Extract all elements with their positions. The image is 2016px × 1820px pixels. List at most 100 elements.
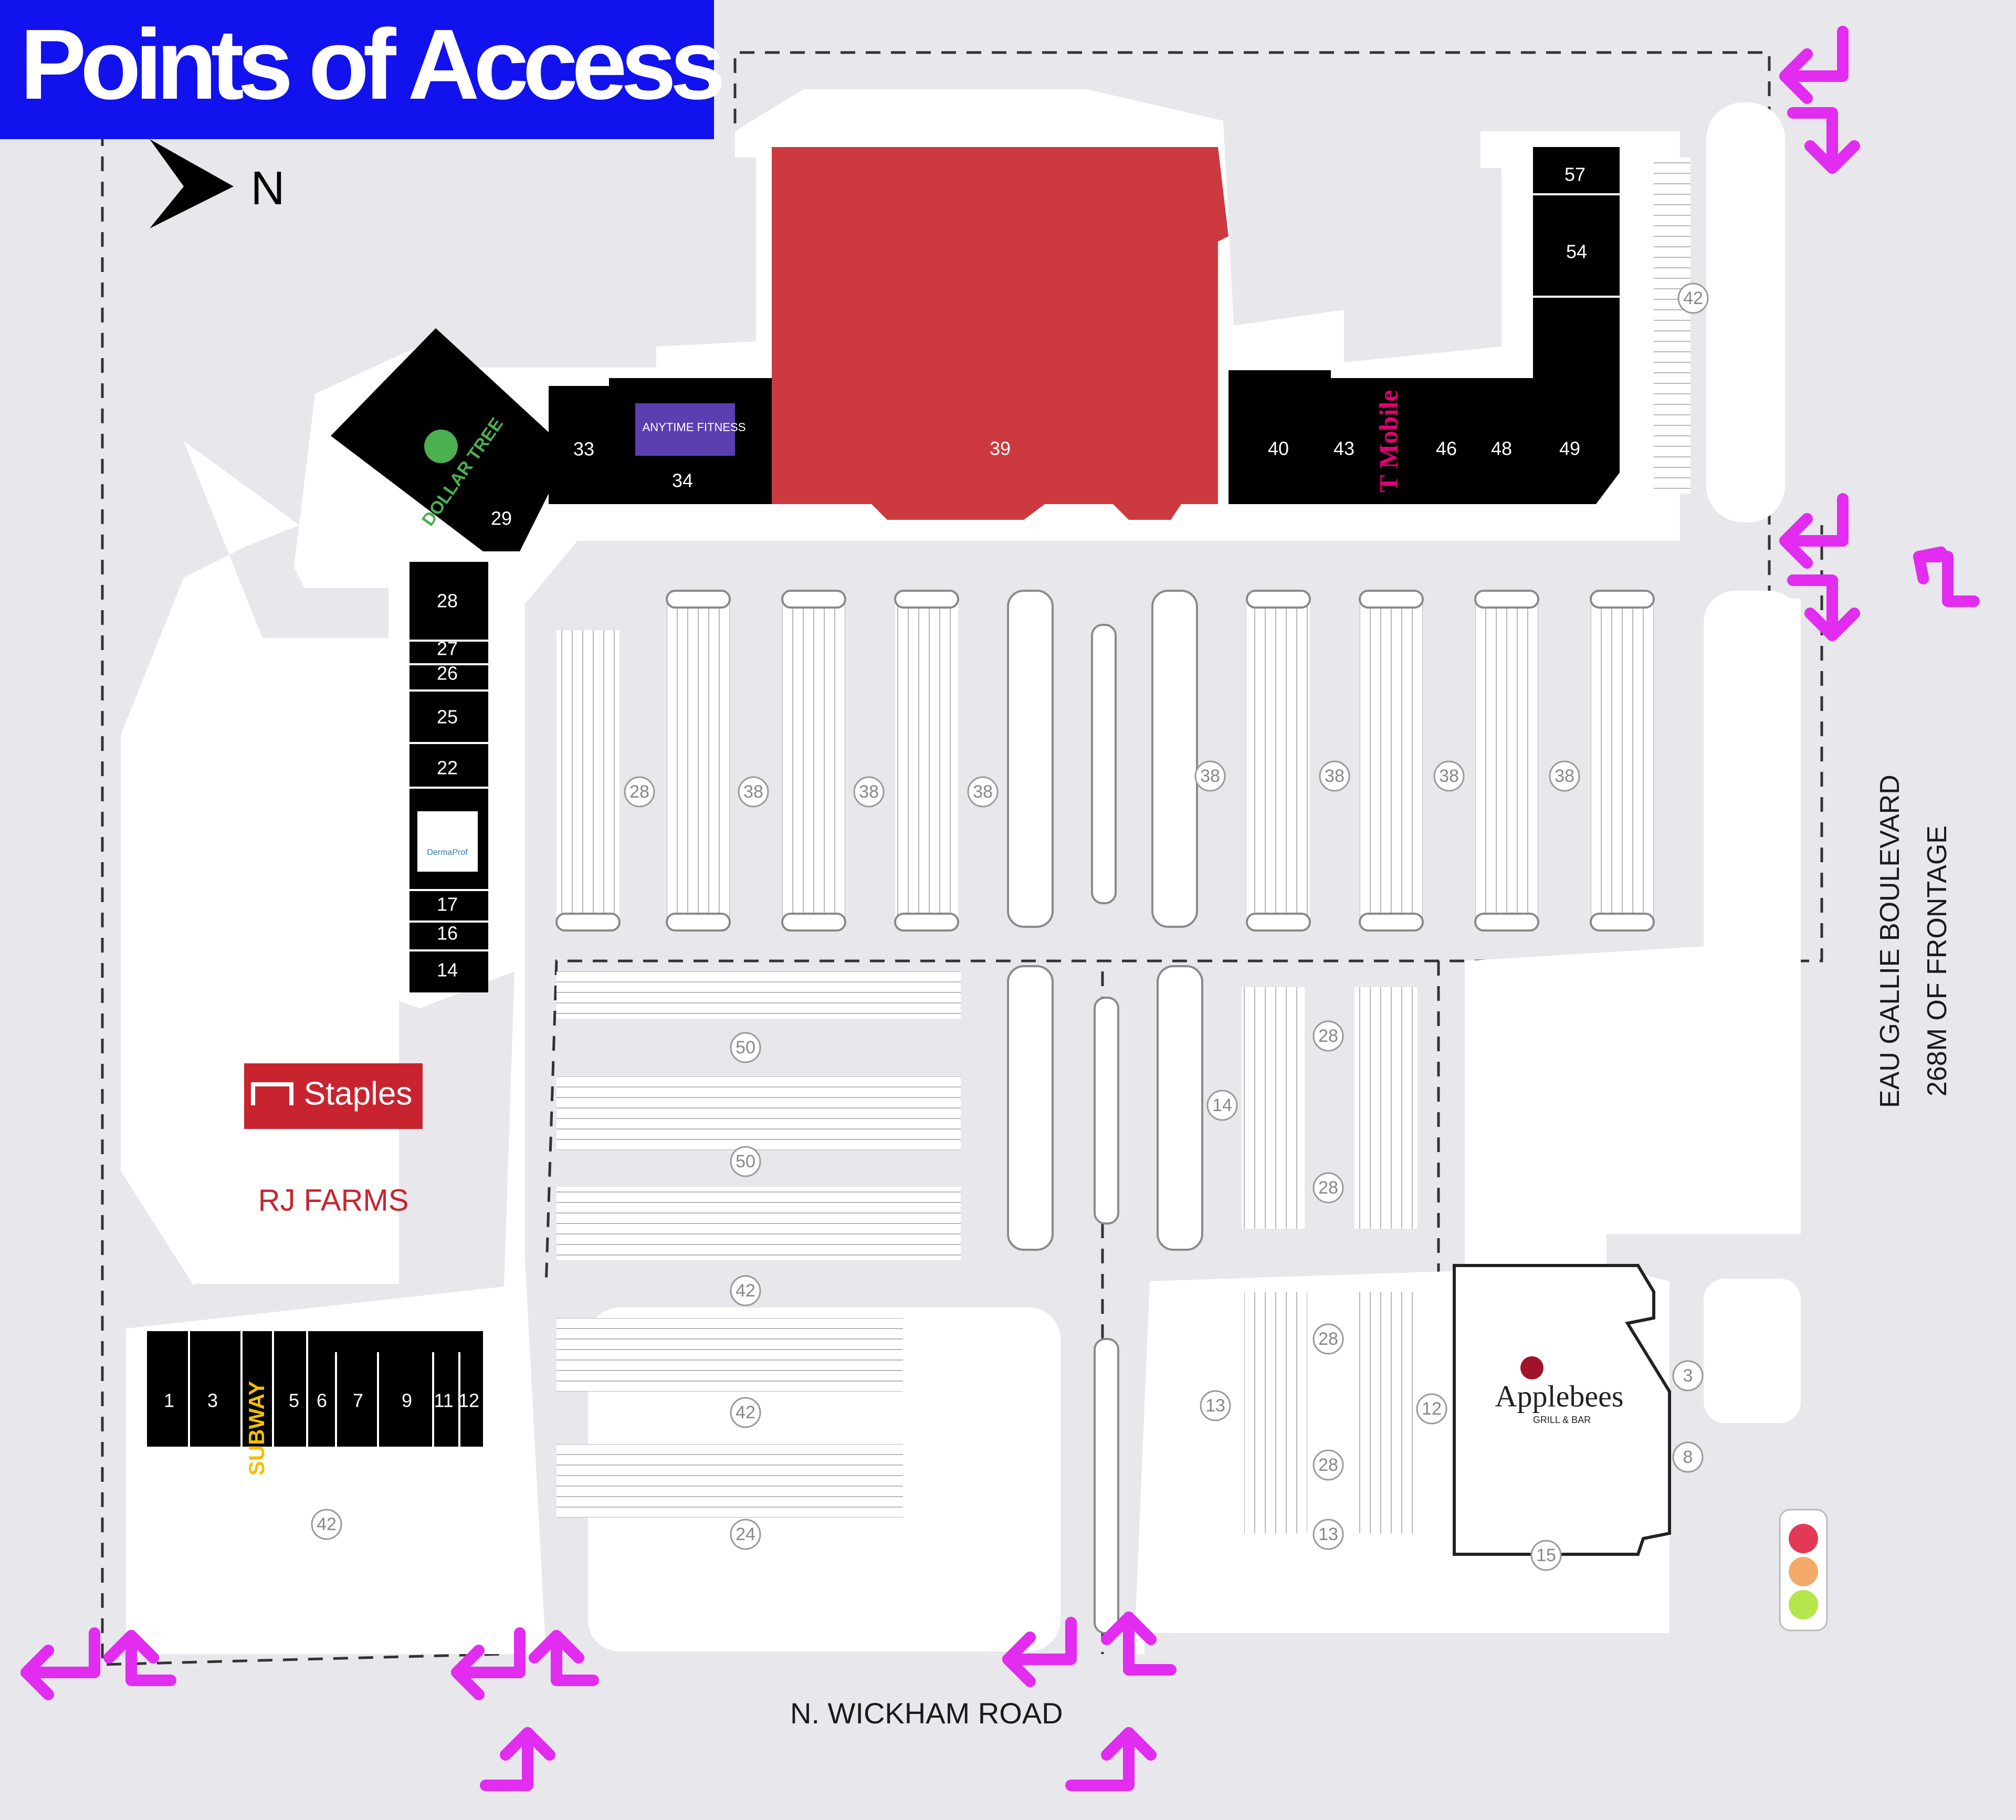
dermaprof-logo	[417, 811, 478, 872]
parking-count-label: 50	[736, 1038, 755, 1058]
parking-count-marker	[1677, 283, 1709, 314]
parking-count-marker	[1194, 760, 1226, 792]
parking-count-marker	[1672, 1360, 1704, 1392]
unit-number-3: 3	[207, 1390, 218, 1411]
applebees-pad	[1453, 1264, 1671, 1556]
parking-count-label: 28	[1318, 1329, 1338, 1349]
north-arrow-icon	[150, 139, 234, 228]
applebees-label: Applebees	[1495, 1379, 1624, 1413]
unit-number-28: 28	[437, 590, 458, 612]
unit-number-57: 57	[1564, 164, 1586, 185]
parking-count-label: 38	[743, 782, 763, 802]
parking-count-label: 28	[1318, 1178, 1338, 1198]
staples-logo: Staples	[244, 1063, 423, 1129]
access-arrow-icon	[1787, 574, 1860, 641]
rj-farms-label: RJ FARMS	[258, 1183, 409, 1217]
parking-count-marker	[1416, 1393, 1447, 1425]
dollar-tree-icon	[424, 430, 458, 463]
parking-count-marker	[730, 1146, 761, 1177]
parking-count-label: 38	[973, 782, 993, 802]
parking-count-label: 14	[1212, 1095, 1232, 1115]
parking-count-label: 38	[1200, 766, 1220, 786]
access-arrow-icon	[1779, 26, 1849, 104]
ne-drive-island	[1706, 102, 1785, 522]
access-arrow-icon	[1065, 1727, 1157, 1791]
anytime-fitness-logo	[635, 403, 735, 456]
parking-count-marker	[1200, 1390, 1231, 1421]
access-arrow-icon	[480, 1727, 555, 1791]
anchor-unit-39	[772, 147, 1228, 520]
access-arrow-icon	[1002, 1617, 1077, 1687]
unit-number-29: 29	[491, 508, 512, 529]
access-arrow-icon	[103, 1630, 176, 1686]
title-banner: Points of Access	[0, 0, 726, 139]
parking-count-label: 38	[1555, 766, 1574, 786]
dermaprof-label: DermaProf	[427, 848, 468, 857]
parking-count-marker	[730, 1032, 761, 1063]
access-arrow-icon	[1913, 546, 1980, 607]
parking-count-label: 38	[1439, 766, 1459, 786]
parking-count-marker	[1206, 1090, 1238, 1121]
unit-number-22: 22	[437, 757, 458, 779]
parking-count-label: 50	[736, 1152, 755, 1172]
unit-number-49: 49	[1559, 438, 1580, 459]
parking-rows	[556, 158, 1690, 1533]
access-arrow-icon	[1779, 493, 1849, 569]
apple-icon	[1520, 1356, 1544, 1379]
parking-count-marker	[1312, 1172, 1344, 1204]
access-arrow-icon	[1101, 1612, 1177, 1676]
parking-count-label: 38	[859, 782, 879, 802]
parking-count-marker	[730, 1519, 761, 1550]
parking-count-marker	[1312, 1020, 1344, 1052]
unit-number-40: 40	[1268, 438, 1289, 459]
anytime-fitness-label: ANYTIME FITNESS	[643, 421, 746, 434]
access-arrow-icon	[451, 1627, 526, 1700]
road-label-east: EAU GALLIE BOULEVARD 268M OF FRONTAGE	[1827, 775, 1964, 1108]
unit-number-43: 43	[1334, 438, 1354, 459]
parking-count-label: 42	[736, 1281, 755, 1301]
parking-count-label: 15	[1536, 1545, 1556, 1565]
parking-count-marker	[853, 776, 885, 808]
parking-count-marker	[1530, 1540, 1562, 1571]
unit-number-14: 14	[437, 959, 458, 981]
parking-count-label: 42	[317, 1514, 337, 1534]
unit-number-5: 5	[289, 1390, 299, 1411]
unit-number-9: 9	[402, 1390, 412, 1411]
access-arrows	[20, 26, 1980, 1791]
parking-count-label: 13	[1205, 1396, 1225, 1416]
parking-count-label: 24	[736, 1524, 755, 1544]
north-label: N	[251, 162, 285, 215]
unit-number-11: 11	[434, 1390, 453, 1411]
road-name-east: EAU GALLIE BOULEVARD	[1875, 775, 1905, 1108]
parking-count-label: 28	[1318, 1455, 1338, 1475]
parking-count-marker	[1312, 1519, 1344, 1550]
unit-number-34: 34	[672, 470, 693, 491]
access-arrow-icon	[1787, 107, 1860, 174]
unit-number-1: 1	[164, 1390, 174, 1411]
parking-count-marker	[1312, 1449, 1344, 1481]
parking-count-label: 13	[1318, 1524, 1338, 1544]
unit-number-46: 46	[1436, 438, 1457, 459]
unit-number-48: 48	[1491, 438, 1512, 459]
page-title: Points of Access	[20, 9, 726, 120]
road-label-south: N. WICKHAM ROAD	[790, 1697, 1063, 1730]
parking-count-marker	[730, 1275, 761, 1306]
unit-number-25: 25	[437, 706, 458, 728]
parking-count-marker	[1549, 760, 1580, 792]
unit-number-16: 16	[437, 923, 458, 944]
road-frontage-east: 268M OF FRONTAGE	[1922, 825, 1952, 1097]
access-arrow-icon	[20, 1627, 100, 1700]
unit-number-6: 6	[317, 1390, 327, 1411]
unit-number-39: 39	[990, 438, 1011, 459]
unit-number-12: 12	[458, 1390, 479, 1411]
unit-number-54: 54	[1566, 241, 1587, 263]
unit-number-26: 26	[437, 663, 458, 684]
staples-label: Staples	[304, 1075, 413, 1112]
parking-count-label: 28	[1318, 1026, 1338, 1046]
east-drive-island	[1704, 591, 1801, 1234]
access-arrow-icon	[529, 1630, 599, 1686]
parking-count-marker	[311, 1509, 342, 1540]
